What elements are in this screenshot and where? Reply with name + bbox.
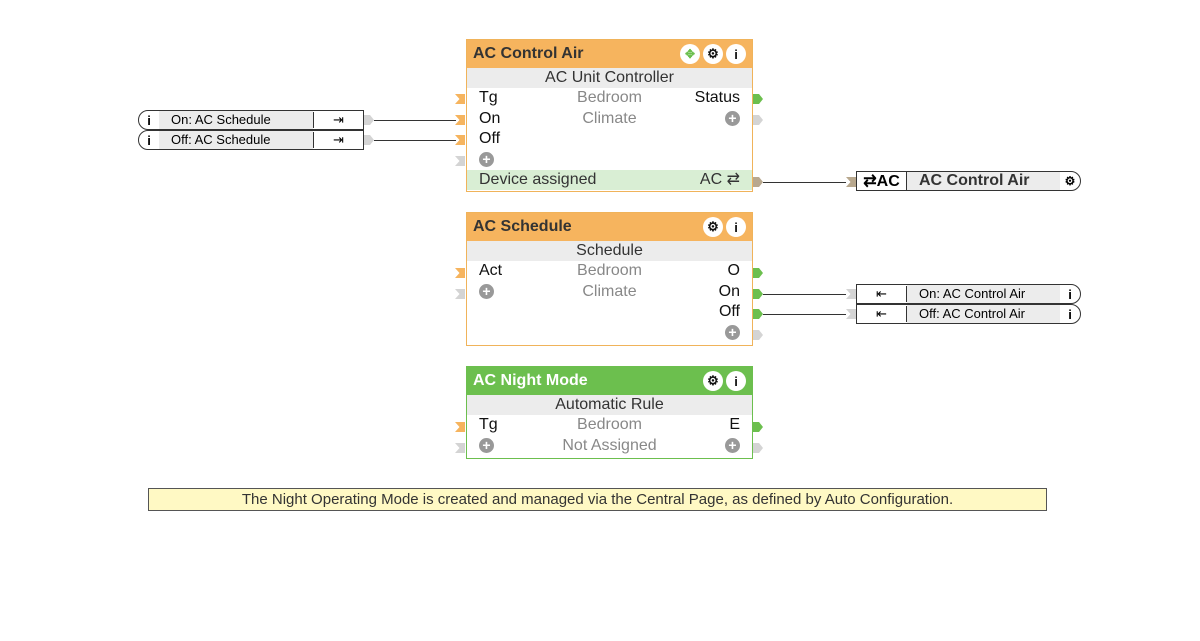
swap-icon: ⇄ (726, 171, 740, 188)
gear-icon[interactable]: ⚙ (1064, 174, 1076, 188)
port[interactable] (846, 309, 856, 319)
port[interactable] (455, 115, 465, 125)
block-title: AC Control Air (473, 45, 584, 62)
info-icon[interactable]: i (1068, 286, 1072, 302)
gear-icon[interactable]: ⚙ (703, 44, 723, 64)
info-icon[interactable]: i (147, 112, 151, 128)
input-on[interactable]: On (479, 109, 501, 127)
device-ref-label: AC Control Air (907, 172, 1060, 190)
category-label: Not Assigned (562, 436, 657, 454)
input-off[interactable]: Off (479, 130, 501, 147)
device-value: AC (699, 171, 723, 188)
port[interactable] (455, 443, 465, 453)
move-icon[interactable]: ✥ (680, 44, 700, 64)
device-prefix: ⇄AC (857, 171, 907, 191)
device-ref[interactable]: ⇄AC AC Control Air ⚙ (856, 171, 1081, 191)
port[interactable] (753, 94, 763, 104)
input-ref[interactable]: i Off: AC Schedule ⇥ (138, 130, 364, 150)
port[interactable] (753, 268, 763, 278)
device-label: Device assigned (479, 171, 597, 188)
input-tg[interactable]: Tg (479, 89, 498, 106)
block-ac-night-mode[interactable]: AC Night Mode ⚙ i Automatic Rule Tg Bedro… (466, 366, 753, 459)
port[interactable] (846, 177, 856, 187)
connection-line (763, 294, 846, 295)
port[interactable] (455, 268, 465, 278)
output-on[interactable]: On (718, 282, 740, 300)
connection-line (374, 120, 456, 121)
port[interactable] (364, 135, 374, 145)
block-title: AC Night Mode (473, 372, 588, 389)
ref-label: On: AC Control Air (907, 285, 1060, 303)
room-label: Bedroom (577, 262, 642, 279)
add-output-icon[interactable]: + (725, 437, 740, 453)
add-input-icon[interactable]: + (479, 283, 494, 299)
block-subtitle: Automatic Rule (467, 395, 752, 415)
info-icon[interactable]: i (147, 132, 151, 148)
connection-line (374, 140, 456, 141)
port[interactable] (753, 422, 763, 432)
gear-icon[interactable]: ⚙ (703, 217, 723, 237)
block-header[interactable]: AC Schedule ⚙ i (467, 213, 752, 241)
port[interactable] (455, 422, 465, 432)
output-off[interactable]: Off (718, 303, 740, 320)
category-label: Climate (582, 282, 637, 300)
port[interactable] (753, 177, 763, 187)
block-subtitle: AC Unit Controller (467, 68, 752, 88)
add-output-icon[interactable]: + (725, 324, 740, 340)
input-tg[interactable]: Tg (479, 416, 498, 433)
add-output-icon[interactable]: + (725, 110, 740, 126)
port[interactable] (455, 135, 465, 145)
room-label: Bedroom (577, 416, 642, 433)
port[interactable] (753, 330, 763, 340)
device-row[interactable]: Device assigned AC ⇄ (467, 170, 752, 190)
category-label: Climate (582, 109, 637, 127)
output-o[interactable]: O (727, 262, 740, 279)
block-subtitle: Schedule (467, 241, 752, 261)
port[interactable] (364, 115, 374, 125)
port[interactable] (753, 115, 763, 125)
block-header[interactable]: AC Control Air ✥ ⚙ i (467, 40, 752, 68)
exit-icon: ⇥ (313, 132, 363, 148)
output-status[interactable]: Status (694, 89, 740, 106)
add-input-icon[interactable]: + (479, 151, 494, 167)
port[interactable] (455, 289, 465, 299)
port[interactable] (455, 156, 465, 166)
port[interactable] (846, 289, 856, 299)
output-ref[interactable]: ⇤ On: AC Control Air i (856, 284, 1081, 304)
info-icon[interactable]: i (1068, 306, 1072, 322)
output-ref[interactable]: ⇤ Off: AC Control Air i (856, 304, 1081, 324)
entry-icon: ⇤ (857, 306, 907, 322)
gear-icon[interactable]: ⚙ (703, 371, 723, 391)
port[interactable] (753, 443, 763, 453)
add-input-icon[interactable]: + (479, 437, 494, 453)
input-ref[interactable]: i On: AC Schedule ⇥ (138, 110, 364, 130)
info-icon[interactable]: i (726, 217, 746, 237)
port[interactable] (753, 289, 763, 299)
block-ac-schedule[interactable]: AC Schedule ⚙ i Schedule Act Bedroom O + Cl… (466, 212, 753, 346)
ref-label: Off: AC Control Air (907, 305, 1060, 323)
connection-line (763, 182, 846, 183)
info-icon[interactable]: i (726, 371, 746, 391)
block-header[interactable]: AC Night Mode ⚙ i (467, 367, 752, 395)
entry-icon: ⇤ (857, 286, 907, 302)
ref-label: Off: AC Schedule (159, 131, 313, 149)
exit-icon: ⇥ (313, 112, 363, 128)
port[interactable] (455, 94, 465, 104)
connection-line (763, 314, 846, 315)
ref-label: On: AC Schedule (159, 111, 313, 129)
info-icon[interactable]: i (726, 44, 746, 64)
info-note: The Night Operating Mode is created and … (148, 488, 1047, 511)
room-label: Bedroom (577, 89, 642, 106)
output-e[interactable]: E (729, 416, 740, 433)
port[interactable] (753, 309, 763, 319)
block-ac-control-air[interactable]: AC Control Air ✥ ⚙ i AC Unit Controller … (466, 39, 753, 192)
block-title: AC Schedule (473, 218, 572, 235)
input-act[interactable]: Act (479, 262, 503, 279)
